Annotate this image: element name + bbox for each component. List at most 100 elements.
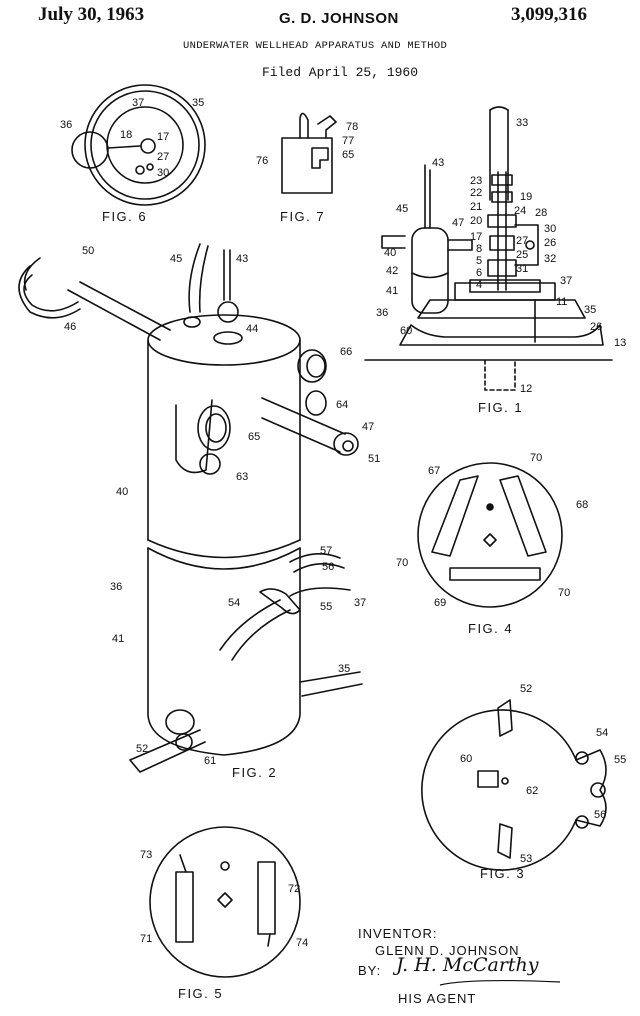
ref-numeral: 63 (236, 471, 248, 483)
fig3-drawing (421, 699, 607, 871)
fig3-labels: 52 54 55 60 62 56 53 (460, 683, 626, 865)
ref-numeral: 74 (296, 937, 308, 949)
fig5-labels: 73 72 71 74 (140, 849, 308, 949)
ref-numeral: 47 (362, 421, 374, 433)
ref-numeral: 66 (340, 346, 352, 358)
ref-numeral: 43 (236, 253, 248, 265)
ref-numeral: 60 (460, 753, 472, 765)
ref-numeral: 77 (342, 135, 354, 147)
fig7-caption: FIG. 7 (280, 209, 325, 224)
fig7-drawing (281, 112, 337, 194)
ref-numeral: 43 (432, 157, 444, 169)
ref-numeral: 19 (520, 191, 532, 203)
ref-numeral: 18 (120, 129, 132, 141)
ref-numeral: 56 (322, 561, 334, 573)
ref-numeral: 24 (514, 205, 526, 217)
fig4-drawing (417, 462, 563, 608)
fig3-caption: FIG. 3 (480, 866, 525, 881)
ref-numeral: 32 (544, 253, 556, 265)
ref-numeral: 54 (596, 727, 608, 739)
ref-numeral: 73 (140, 849, 152, 861)
fig4-labels: 70 67 68 70 70 69 (396, 452, 588, 609)
ref-numeral: 26 (544, 237, 556, 249)
ref-numeral: 56 (594, 809, 606, 821)
ref-numeral: 41 (112, 633, 124, 645)
by-label: BY: (358, 963, 382, 978)
ref-numeral: 40 (384, 247, 396, 259)
filed-date: Filed April 25, 1960 (262, 65, 419, 80)
ref-numeral: 45 (170, 253, 182, 265)
ref-numeral: 27 (157, 151, 169, 163)
ref-numeral: 13 (614, 337, 626, 349)
fig7-labels: 78 77 65 76 (256, 121, 358, 167)
ref-numeral: 55 (320, 601, 332, 613)
inventor-name: GLENN D. JOHNSON (375, 943, 520, 958)
ref-numeral: 61 (204, 755, 216, 767)
ref-numeral: 25 (516, 249, 528, 261)
agent-label: HIS AGENT (398, 991, 477, 1006)
ref-numeral: 62 (526, 785, 538, 797)
ref-numeral: 41 (386, 285, 398, 297)
ref-numeral: 76 (256, 155, 268, 167)
ref-numeral: 12 (520, 383, 532, 395)
ref-numeral: 68 (576, 499, 588, 511)
ref-numeral: 36 (376, 307, 388, 319)
ref-numeral: 27 (516, 235, 528, 247)
patent-number: 3,099,316 (511, 4, 587, 25)
fig6-labels: 36 37 35 18 17 27 30 (60, 97, 204, 179)
fig6-drawing (71, 84, 206, 206)
ref-numeral: 37 (132, 97, 144, 109)
ref-numeral: 21 (470, 201, 482, 213)
ref-numeral: 65 (342, 149, 354, 161)
patent-author: G. D. JOHNSON (279, 10, 399, 27)
fig2-drawing (18, 243, 363, 773)
ref-numeral: 46 (64, 321, 76, 333)
ref-numeral: 78 (346, 121, 358, 133)
ref-numeral: 54 (228, 597, 240, 609)
ref-numeral: 50 (82, 245, 94, 257)
fig1-labels: 33 43 23 22 21 19 24 28 20 30 45 47 17 2… (376, 117, 626, 395)
ref-numeral: 52 (520, 683, 532, 695)
ref-numeral: 53 (520, 853, 532, 865)
ref-numeral: 72 (288, 883, 300, 895)
ref-numeral: 42 (386, 265, 398, 277)
ref-numeral: 36 (60, 119, 72, 131)
ref-numeral: 55 (614, 754, 626, 766)
ref-numeral: 70 (396, 557, 408, 569)
ref-numeral: 67 (428, 465, 440, 477)
fig2-labels: 50 45 43 46 44 66 64 65 47 51 63 40 57 5… (64, 245, 380, 767)
fig5-caption: FIG. 5 (178, 986, 223, 1001)
ref-numeral: 37 (354, 597, 366, 609)
patent-title: UNDERWATER WELLHEAD APPARATUS AND METHOD (183, 40, 448, 52)
ref-numeral: 44 (246, 323, 258, 335)
ref-numeral: 69 (434, 597, 446, 609)
fig6-caption: FIG. 6 (102, 209, 147, 224)
ref-numeral: 28 (535, 207, 547, 219)
ref-numeral: 65 (248, 431, 260, 443)
ref-numeral: 5 (476, 255, 482, 267)
patent-date: July 30, 1963 (38, 4, 145, 25)
ref-numeral: 40 (116, 486, 128, 498)
ref-numeral: 11 (556, 296, 567, 308)
ref-numeral: 6 (476, 267, 482, 279)
ref-numeral: 64 (336, 399, 348, 411)
ref-numeral: 30 (157, 167, 169, 179)
ref-numeral: 4 (476, 279, 482, 291)
fig1-caption: FIG. 1 (478, 400, 523, 415)
ref-numeral: 35 (338, 663, 350, 675)
fig4-caption: FIG. 4 (468, 621, 513, 636)
ref-numeral: 26 (590, 321, 602, 333)
fig1-drawing (364, 106, 613, 391)
agent-signature: J. H. McCarthy (396, 954, 539, 976)
ref-numeral: 20 (470, 215, 482, 227)
fig2-caption: FIG. 2 (232, 765, 277, 780)
ref-numeral: 52 (136, 743, 148, 755)
inventor-label: INVENTOR: (358, 926, 438, 941)
ref-numeral: 8 (476, 243, 482, 255)
ref-numeral: 36 (110, 581, 122, 593)
ref-numeral: 17 (470, 231, 482, 243)
ref-numeral: 45 (396, 203, 408, 215)
ref-numeral: 31 (516, 263, 528, 275)
ref-numeral: 35 (584, 304, 596, 316)
